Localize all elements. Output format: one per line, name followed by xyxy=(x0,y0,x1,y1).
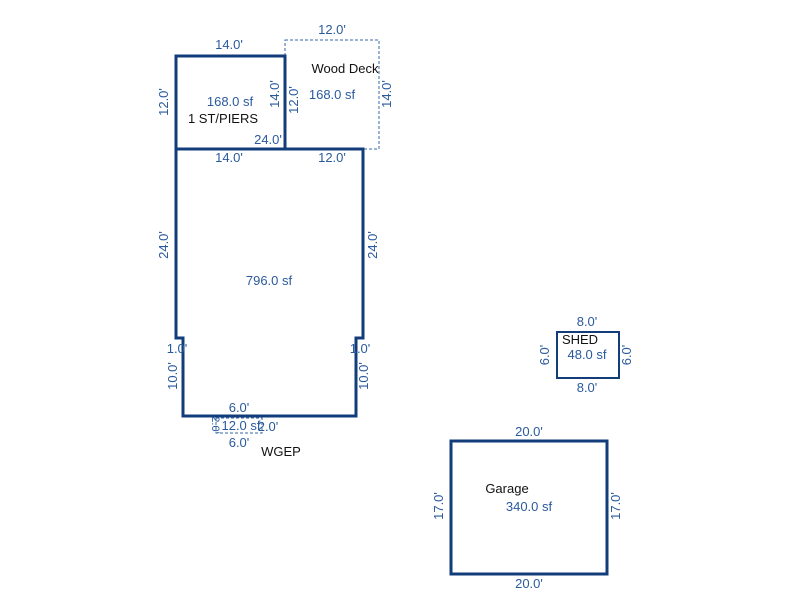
garage-right-dimension: 17.0' xyxy=(608,492,623,520)
main-right-dimension: 24.0' xyxy=(365,231,380,259)
main-top-right-dimension: 12.0' xyxy=(318,150,346,165)
porch-label: 1 ST/PIERS xyxy=(188,111,258,126)
shed-right-dimension: 6.0' xyxy=(619,345,634,366)
garage-top-dimension: 20.0' xyxy=(515,424,543,439)
shed-top-dimension: 8.0' xyxy=(577,314,598,329)
main-lower-right-dimension: 10.0' xyxy=(356,362,371,390)
main-top-left-dimension: 14.0' xyxy=(215,150,243,165)
wgep-outline xyxy=(215,417,263,434)
shed-outline xyxy=(556,331,620,379)
porch-bottom-dimension: 24.0' xyxy=(254,132,282,147)
shed-area: 48.0 sf xyxy=(567,347,606,362)
main-house-outline xyxy=(174,147,365,418)
deck-area: 168.0 sf xyxy=(309,87,356,102)
wgep-bottom-dimension: 6.0' xyxy=(229,435,250,450)
main-area: 796.0 sf xyxy=(246,273,293,288)
main-lower-left-dimension: 10.0' xyxy=(165,362,180,390)
porch-right-dimension: 14.0' xyxy=(267,80,282,108)
deck-label: Wood Deck xyxy=(312,61,379,76)
wgep-left-dimension: 2.0' xyxy=(209,416,221,433)
main-jog-right-dimension: 1.0' xyxy=(350,341,371,356)
wgep-label: WGEP xyxy=(261,444,301,459)
wgep-area: 12.0 sf xyxy=(221,418,260,433)
main-left-dimension: 24.0' xyxy=(156,231,171,259)
garage-bottom-dimension: 20.0' xyxy=(515,576,543,591)
deck-left-dimension: 12.0' xyxy=(286,86,301,114)
garage-label: Garage xyxy=(485,481,528,496)
deck-right-dimension: 14.0' xyxy=(379,80,394,108)
shed-bottom-dimension: 8.0' xyxy=(577,380,598,395)
main-bottom-dimension: 6.0' xyxy=(229,400,250,415)
wgep-right-dimension: 2.0' xyxy=(258,419,279,434)
porch-area: 168.0 sf xyxy=(207,94,254,109)
main-jog-left-dimension: 1.0' xyxy=(167,341,188,356)
garage-left-dimension: 17.0' xyxy=(431,492,446,520)
garage-outline xyxy=(449,439,609,576)
porch-top-dimension: 14.0' xyxy=(215,37,243,52)
garage-area: 340.0 sf xyxy=(506,499,553,514)
shed-label: SHED xyxy=(562,332,598,347)
shed-left-dimension: 6.0' xyxy=(537,345,552,366)
porch-left-dimension: 12.0' xyxy=(156,88,171,116)
deck-top-dimension: 12.0' xyxy=(318,22,346,37)
